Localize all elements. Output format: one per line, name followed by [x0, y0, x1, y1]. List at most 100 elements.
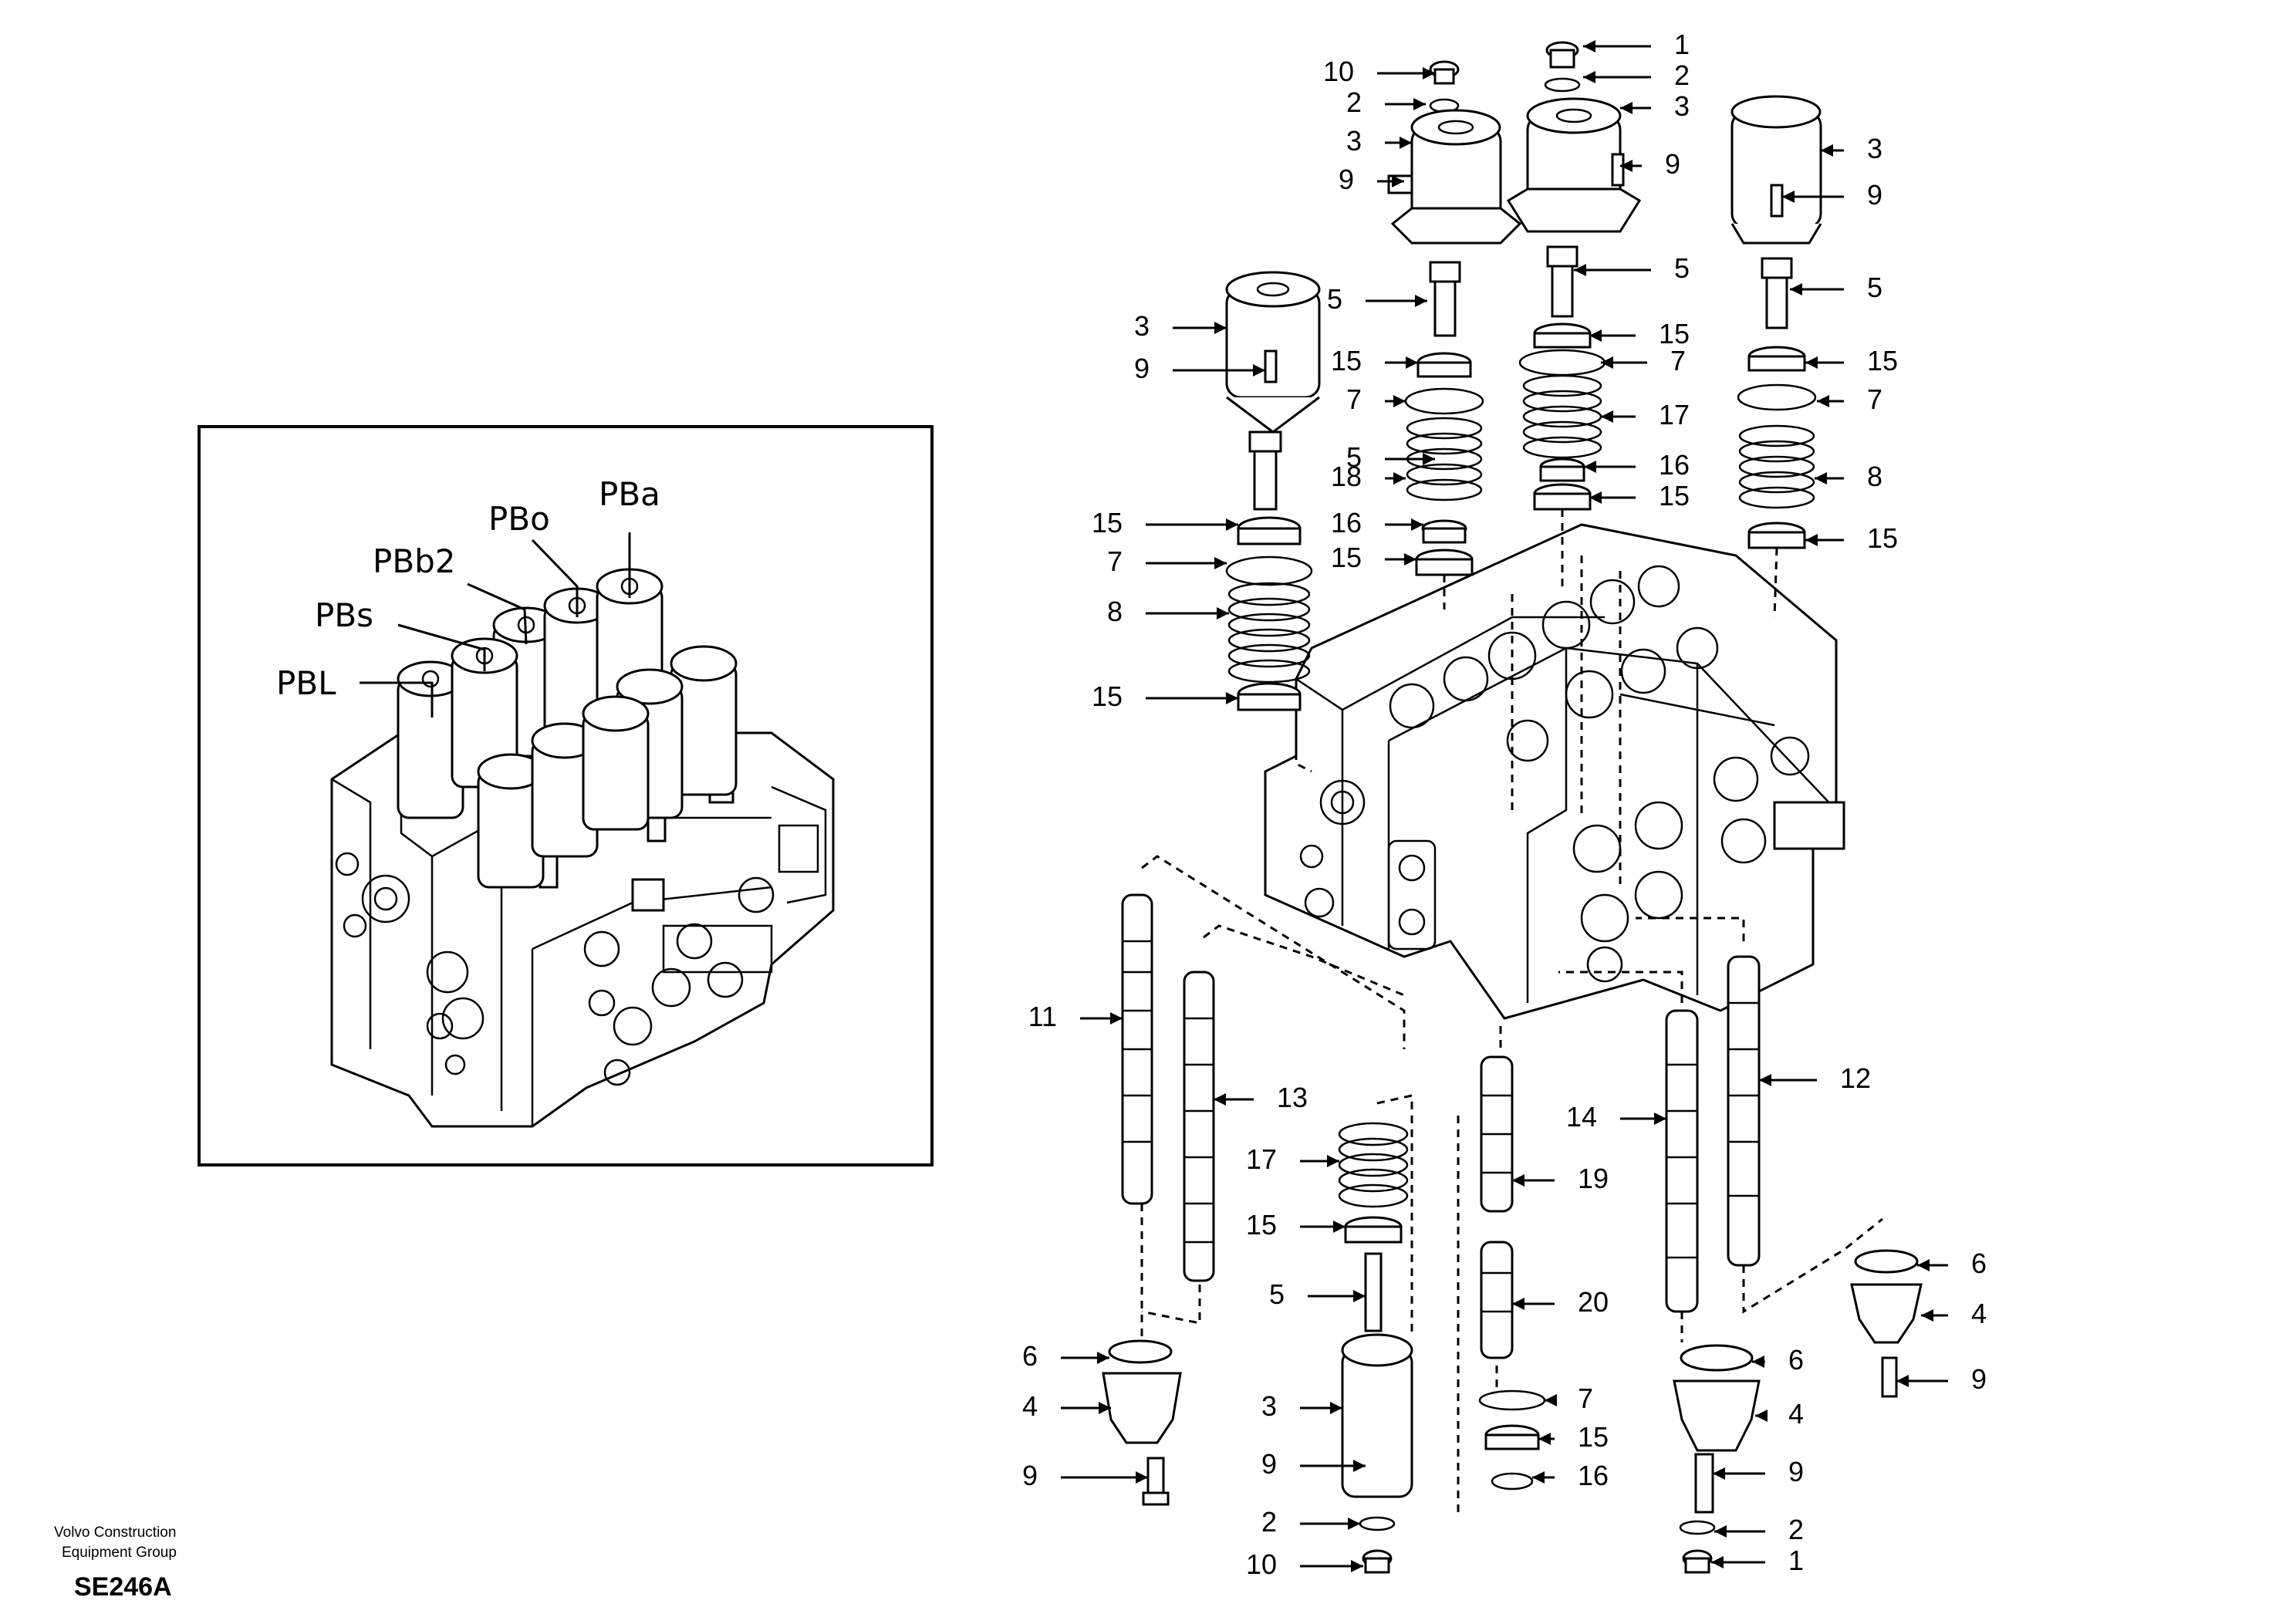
callout-number: 9 — [1971, 1363, 1987, 1395]
callout-arrowhead — [1415, 295, 1427, 307]
callout-number: 5 — [1674, 252, 1690, 284]
callout-number: 9 — [1665, 148, 1680, 180]
callout-arrowhead — [1226, 518, 1238, 531]
callout-arrowhead — [1817, 395, 1829, 407]
callout-arrowhead — [1917, 1259, 1930, 1271]
callout-arrowhead — [1620, 102, 1633, 114]
callout-number: 2 — [1261, 1506, 1277, 1538]
callout-number: 13 — [1277, 1082, 1308, 1113]
callout-arrowhead — [1097, 1352, 1109, 1364]
callout-arrowhead — [1393, 472, 1406, 484]
callout-number: 10 — [1246, 1548, 1277, 1580]
callout-number: 2 — [1346, 86, 1362, 118]
inset-label-pbl: PBL — [276, 664, 336, 702]
callout-number: 15 — [1578, 1421, 1609, 1453]
callout-number: 19 — [1578, 1163, 1609, 1194]
callout-arrowhead — [1589, 491, 1602, 504]
callout-arrowhead — [1512, 1298, 1524, 1310]
callout-arrowhead — [1759, 1074, 1771, 1086]
callout-arrowhead — [1411, 518, 1423, 531]
callout-arrowhead — [1136, 1471, 1148, 1484]
callout-number: 15 — [1331, 542, 1362, 573]
callout-number: 16 — [1659, 449, 1690, 481]
callout-number: 15 — [1659, 480, 1690, 512]
callout-number: 9 — [1339, 164, 1354, 195]
callout-arrowhead — [1226, 692, 1238, 704]
callout-number: 7 — [1578, 1383, 1593, 1414]
callout-number: 6 — [1971, 1248, 1987, 1279]
credit-line-1: Volvo Construction — [54, 1524, 176, 1541]
callout-number: 15 — [1867, 345, 1898, 376]
callout-arrowhead — [1406, 356, 1418, 369]
callout-number: 17 — [1659, 399, 1690, 430]
callout-number: 14 — [1566, 1101, 1597, 1133]
callout-arrowhead — [1815, 472, 1827, 484]
callout-arrowhead — [1217, 607, 1229, 620]
callout-arrowhead — [1404, 553, 1416, 566]
inset-label-pba: PBa — [599, 475, 660, 513]
callout-arrowhead — [1423, 67, 1435, 79]
callout-arrowhead — [1713, 1467, 1725, 1480]
callout-arrowhead — [1805, 356, 1818, 369]
callout-leaders — [1061, 40, 1948, 1572]
callout-number: 5 — [1269, 1278, 1285, 1310]
solenoid-stack-3 — [1506, 41, 1642, 511]
callout-number: 15 — [1331, 345, 1362, 376]
solenoid-stack-1 — [1225, 271, 1321, 711]
callout-number: 7 — [1346, 383, 1362, 415]
inset-solenoids — [397, 568, 738, 889]
callout-number: 12 — [1840, 1062, 1871, 1094]
inset-label-pbs: PBs — [315, 596, 373, 634]
callout-number: 15 — [1659, 318, 1690, 349]
callout-number: 4 — [1788, 1398, 1804, 1430]
callout-number: 1 — [1788, 1545, 1804, 1576]
callout-arrowhead — [1351, 1560, 1363, 1572]
callout-arrowhead — [1574, 264, 1586, 276]
callout-number: 16 — [1331, 507, 1362, 539]
callout-number: 9 — [1867, 179, 1882, 211]
callout-number: 6 — [1788, 1344, 1804, 1376]
callout-arrowhead — [1805, 534, 1818, 546]
callout-number: 5 — [1867, 272, 1882, 303]
callout-arrowhead — [1782, 191, 1795, 203]
callout-arrowhead — [1821, 144, 1833, 157]
solenoid-stack-4 — [1730, 95, 1822, 549]
inset-view: PBL PBs PBb2 PBo PBa — [198, 425, 934, 1167]
callout-arrowhead — [1711, 1556, 1724, 1568]
callout-arrowhead — [1896, 1375, 1909, 1387]
callout-arrowhead — [1752, 1356, 1764, 1368]
callout-number: 3 — [1867, 133, 1882, 164]
callout-arrowhead — [1393, 395, 1406, 407]
callout-number: 5 — [1346, 441, 1362, 473]
callout-number: 16 — [1578, 1460, 1609, 1491]
callout-arrowhead — [1330, 1402, 1342, 1414]
callout-arrowhead — [1353, 1290, 1366, 1302]
callout-arrowhead — [1327, 1155, 1339, 1167]
callout-arrowhead — [1601, 410, 1613, 423]
callout-arrowhead — [1214, 322, 1227, 334]
callout-number: 9 — [1134, 353, 1150, 384]
callout-arrowhead — [1755, 1410, 1768, 1422]
callout-arrowhead — [1423, 453, 1435, 465]
callout-number: 15 — [1867, 522, 1898, 554]
callout-number: 7 — [1670, 345, 1686, 376]
callout-number: 15 — [1092, 680, 1123, 712]
callout-number: 18 — [1331, 461, 1362, 492]
callout-number: 15 — [1092, 507, 1123, 539]
callout-number: 9 — [1022, 1460, 1038, 1491]
callout-arrowhead — [1538, 1433, 1551, 1445]
main-valve-block — [1264, 523, 1845, 1020]
callout-number: 4 — [1022, 1390, 1038, 1422]
callout-arrowhead — [1512, 1174, 1524, 1187]
callout-arrowhead — [1714, 1525, 1727, 1538]
solenoid-stack-2 — [1387, 60, 1522, 576]
callout-number: 17 — [1246, 1143, 1277, 1175]
inset-label-pbo: PBo — [488, 500, 550, 538]
callout-number: 2 — [1674, 59, 1690, 91]
callout-arrowhead — [1583, 40, 1595, 52]
callout-arrowhead — [1654, 1112, 1666, 1125]
callout-arrowhead — [1348, 1518, 1360, 1530]
callout-number: 7 — [1867, 383, 1882, 415]
callout-number: 5 — [1327, 283, 1342, 315]
callout-number: 3 — [1346, 125, 1362, 157]
